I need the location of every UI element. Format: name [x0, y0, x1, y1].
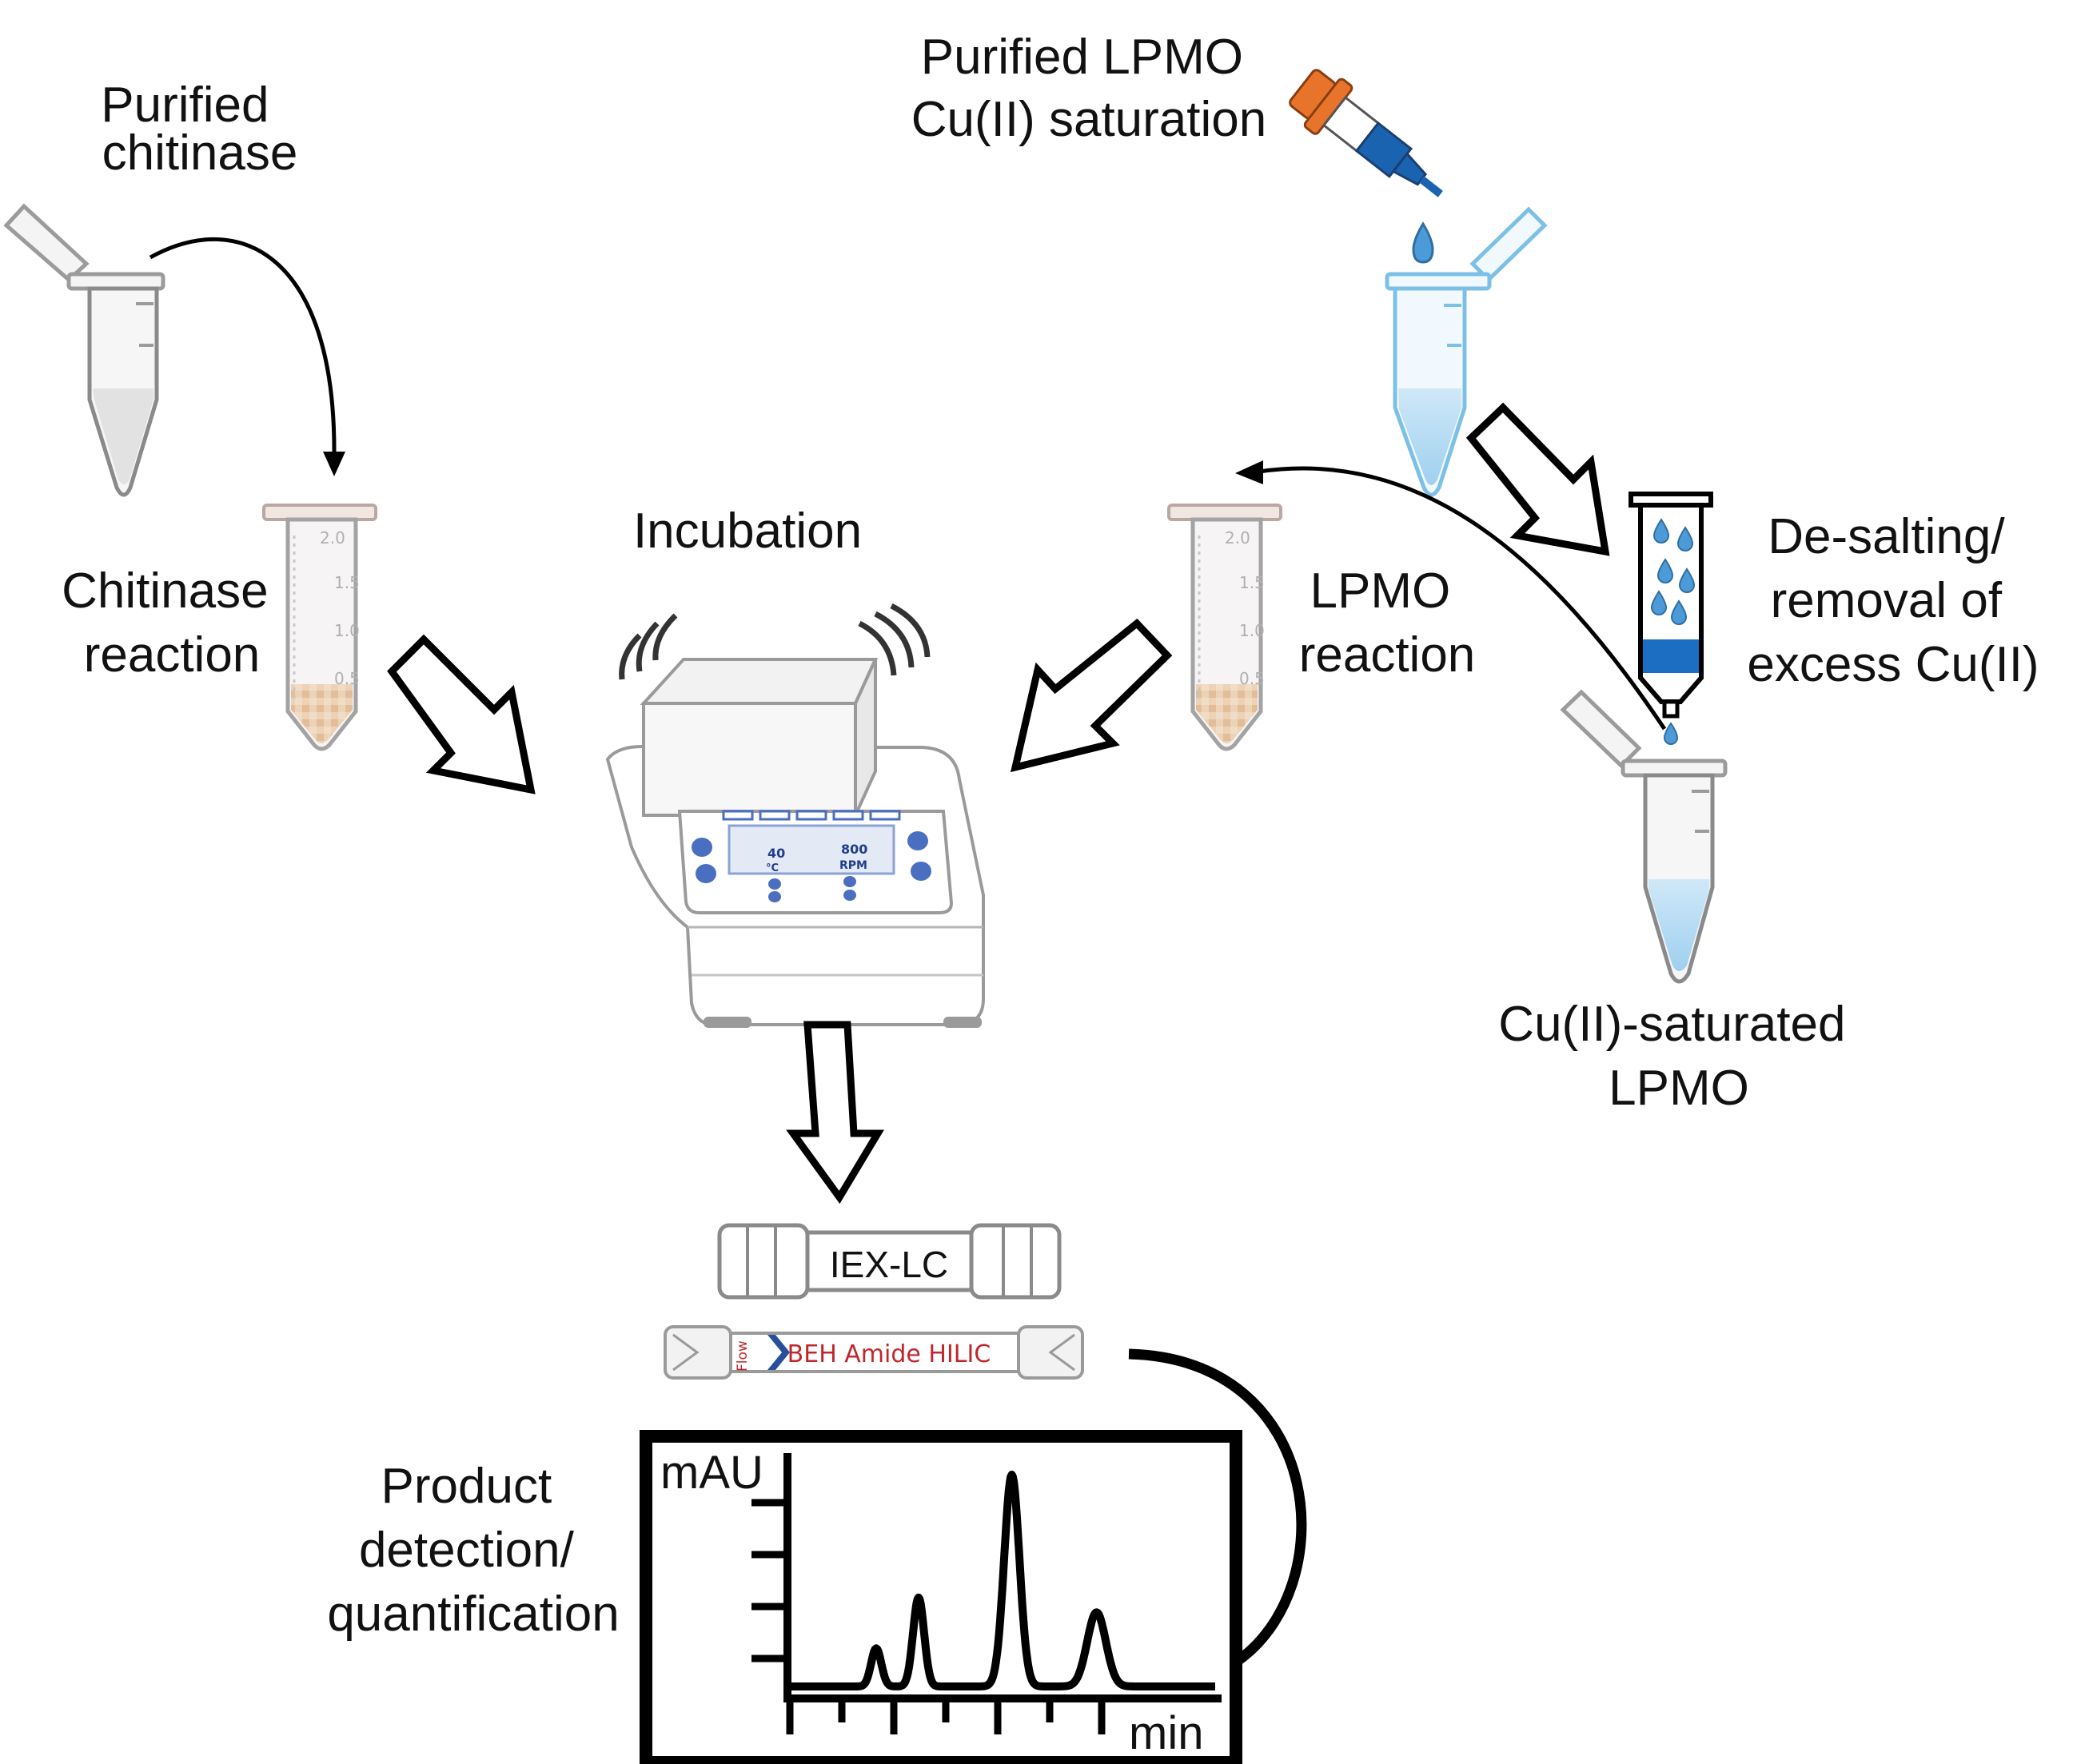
svg-text:1.5: 1.5 [1239, 573, 1265, 592]
device-button-left-top [692, 838, 712, 857]
chromatogram-panel: mAU min [640, 1430, 1242, 1764]
svg-text:1.0: 1.0 [1239, 621, 1265, 640]
flow-label: Flow [735, 1340, 751, 1372]
iex-lc-column: IEX-LC [717, 1223, 1062, 1300]
temperature-unit: °C [766, 862, 779, 874]
speed-unit: RPM [839, 859, 867, 872]
speed-readout: 800 [841, 842, 867, 857]
product-detection-label: Product detection/ quantification [327, 1459, 619, 1642]
y-axis-label: mAU [660, 1447, 763, 1499]
flow-arrow-lpmo-to-incubator [1010, 618, 1173, 773]
chitinase-reaction-label: Chitinase reaction [62, 563, 282, 683]
flow-arrow-incubator-to-columns [786, 1021, 884, 1205]
chitinase-tube [3, 203, 165, 497]
cu-saturated-lpmo-label: Cu(II)-saturated LPMO [1498, 997, 1859, 1116]
transfer-arrow-chitinase [149, 237, 337, 456]
svg-text:1.0: 1.0 [334, 621, 360, 640]
flow-arrow-to-desalting [1465, 402, 1610, 556]
device-button-left-bottom [696, 864, 716, 883]
flow-arrow-chitinase-to-incubator [387, 634, 536, 794]
desalting-label: De-salting/ removal of excess Cu(II) [1747, 509, 2039, 692]
svg-text:2.0: 2.0 [1225, 528, 1250, 548]
iex-lc-label: IEX-LC [830, 1244, 948, 1285]
transfer-arrow-to-lpmo-reaction [1258, 466, 1667, 731]
desalting-column-icon [1629, 492, 1713, 745]
cu-saturated-lpmo-tube [1560, 689, 1728, 984]
thermomixer-device: 40 °C 800 RPM [605, 603, 985, 1028]
x-axis-ticks [786, 1698, 1106, 1734]
y-axis-ticks [751, 1499, 787, 1662]
hilic-label: BEH Amide HILIC [787, 1340, 991, 1368]
hilic-column: Flow BEH Amide HILIC [664, 1325, 1084, 1380]
x-axis-label: min [1129, 1707, 1203, 1759]
temperature-readout: 40 [767, 846, 785, 861]
purified-lpmo-label: Purified LPMO Cu(II) saturation [911, 30, 1267, 147]
device-button-right-bottom [911, 862, 931, 881]
dropper-icon [1289, 69, 1443, 197]
lpmo-reaction-tube: 2.0 1.5 1.0 0.5 [1167, 504, 1282, 751]
droplet-icon [1412, 221, 1434, 264]
svg-text:0.5: 0.5 [1239, 669, 1265, 688]
lpmo-reaction-label: LPMO reaction [1299, 563, 1476, 683]
svg-text:2.0: 2.0 [320, 528, 345, 548]
svg-text:0.5: 0.5 [334, 669, 360, 688]
device-button-right-top [907, 831, 928, 850]
svg-text:1.5: 1.5 [334, 573, 360, 592]
chitinase-reaction-tube: 2.0 1.5 1.0 0.5 [262, 504, 377, 751]
device-display [728, 824, 895, 875]
chromatogram-trace [788, 1471, 1218, 1690]
purified-chitinase-label: Purified chitinase [101, 78, 297, 181]
detector-connection [1128, 1348, 1307, 1667]
incubation-label: Incubation [633, 504, 862, 559]
lpmo-tube [1385, 206, 1548, 497]
